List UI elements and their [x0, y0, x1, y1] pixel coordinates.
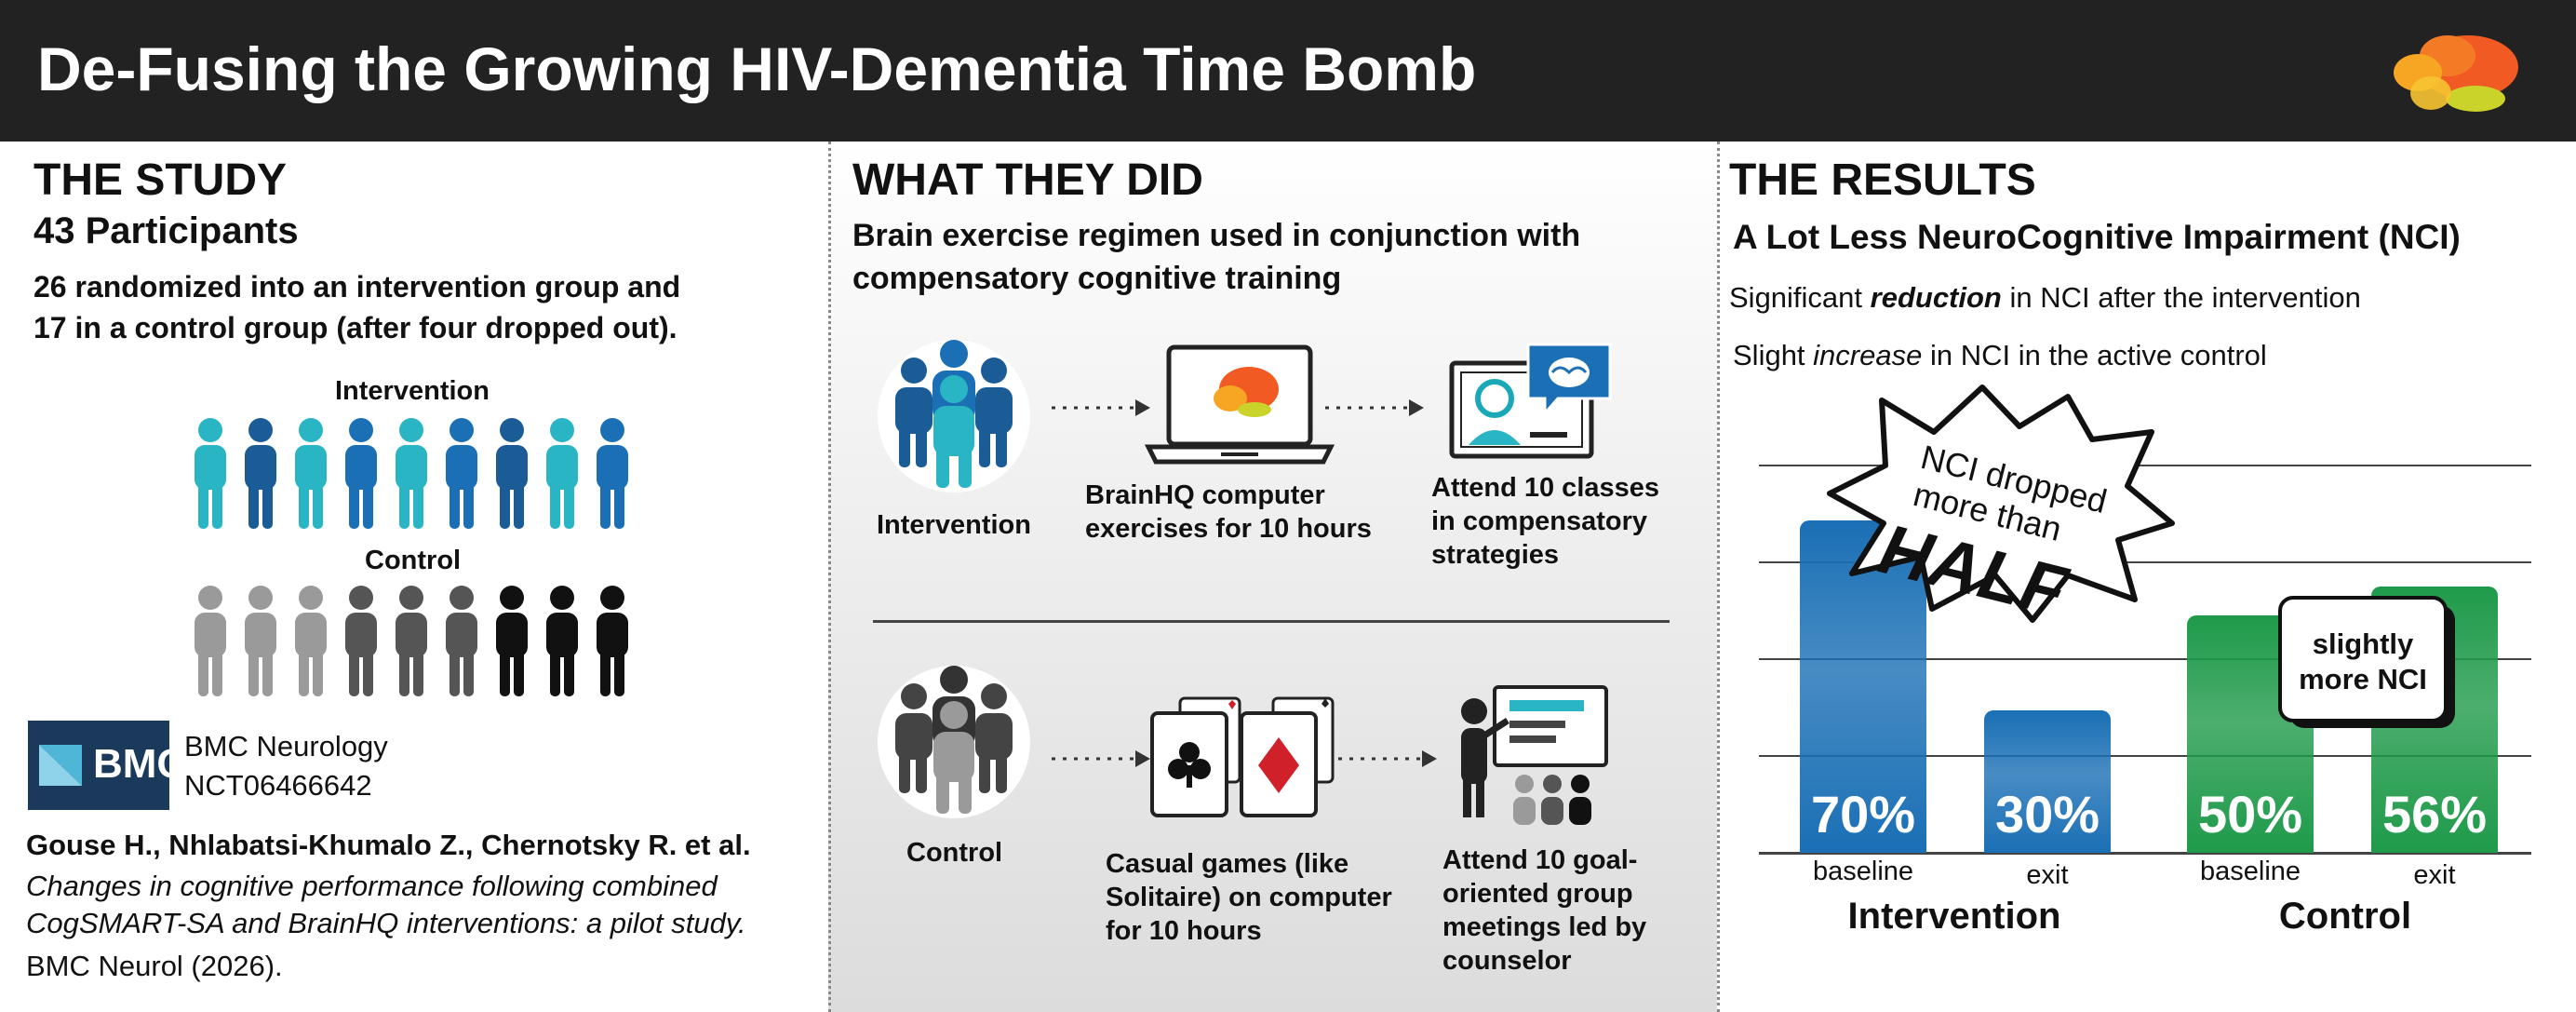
gridline [1759, 465, 2531, 466]
video-class-icon [1449, 343, 1612, 459]
gridline [1759, 658, 2531, 660]
what-subtitle-2: compensatory cognitive training [852, 261, 1342, 296]
control-people-icon [195, 586, 628, 696]
callout-box: slightly more NCI [2278, 596, 2448, 722]
callout-text-1: slightly [2312, 627, 2414, 660]
gridline [1759, 755, 2531, 757]
authors: Gouse H., Nhlabatsi-Khumalo Z., Chernots… [26, 829, 751, 861]
intervention-group-icon [878, 340, 1030, 493]
result-line-1: Significant reduction in NCI after the i… [1729, 281, 2361, 315]
control-row-label: Control [906, 838, 1003, 868]
result-line-1-suffix: in NCI after the intervention [2001, 281, 2361, 314]
intervention-people-icon [195, 418, 628, 529]
intervention-group-label: Intervention [335, 376, 490, 406]
int-step1-line-2: exercises for 10 hours [1085, 514, 1372, 544]
bar-value-label: 50% [2197, 785, 2303, 843]
what-heading: WHAT THEY DID [852, 155, 1203, 205]
bar-category-label: exit [2026, 860, 2069, 890]
playing-cards-icon [1150, 696, 1335, 817]
result-line-1-prefix: Significant [1729, 281, 1871, 314]
study-line-1: 26 randomized into an intervention group… [34, 270, 681, 304]
bar-value-label: 30% [1994, 785, 2100, 843]
int-step1-line-1: BrainHQ computer [1085, 480, 1325, 510]
bmc-logo: BMC [28, 721, 186, 810]
results-subtitle: A Lot Less NeuroCognitive Impairment (NC… [1733, 218, 2461, 256]
gridline [1759, 561, 2531, 563]
study-heading: THE STUDY [34, 155, 288, 205]
ctl-step1-line-1: Casual games (like [1106, 849, 1349, 879]
result-line-2-emphasis: increase [1813, 339, 1923, 371]
bar-category-label: baseline [2199, 857, 2301, 886]
row-divider [873, 620, 1670, 623]
bar-category-label: baseline [1812, 857, 1914, 886]
laptop-icon [1145, 344, 1335, 465]
header-bar [0, 0, 2576, 142]
result-line-2: Slight increase in NCI in the active con… [1733, 339, 2267, 372]
middle-column-background [828, 142, 1717, 1012]
group-meeting-icon [1461, 685, 1608, 825]
column-divider [828, 142, 831, 1012]
ctl-step2-line-2: oriented group [1442, 879, 1633, 909]
result-line-1-emphasis: reduction [1870, 281, 2002, 314]
results-heading: THE RESULTS [1729, 155, 2036, 205]
bar-value-label: 56% [2381, 785, 2488, 843]
bar-value-label: 70% [1810, 785, 1916, 843]
intervention-row-label: Intervention [877, 510, 1031, 540]
control-group-icon [878, 666, 1030, 818]
brain-logo-icon [2394, 35, 2518, 112]
bmc-mark-icon [39, 745, 82, 786]
ctl-step2-line-4: counselor [1442, 946, 1572, 976]
column-divider [1717, 142, 1720, 1012]
result-line-2-prefix: Slight [1733, 339, 1814, 371]
arrow-icon [1325, 399, 1424, 416]
control-group-label: Control [365, 546, 462, 575]
arrow-icon [1338, 750, 1437, 767]
study-line-2: 17 in a control group (after four droppe… [34, 311, 678, 344]
ctl-step1-line-3: for 10 hours [1106, 916, 1262, 946]
int-step2-line-1: Attend 10 classes [1431, 473, 1660, 503]
arrow-icon [1052, 399, 1150, 416]
group-label-intervention: Intervention [1847, 896, 2061, 937]
int-step2-line-3: strategies [1431, 540, 1560, 570]
participants-count: 43 Participants [34, 210, 299, 251]
callout-text-2: more NCI [2299, 663, 2427, 695]
ctl-step1-line-2: Solitaire) on computer [1106, 883, 1392, 912]
int-step2-line-2: in compensatory [1431, 506, 1648, 536]
what-subtitle-1: Brain exercise regimen used in conjuncti… [852, 218, 1581, 253]
ctl-step2-line-3: meetings led by [1442, 912, 1647, 942]
chart-baseline [1759, 852, 2531, 855]
bar-intervention-baseline [1800, 520, 1926, 853]
paper-title-line-1: Changes in cognitive performance followi… [26, 870, 718, 902]
ctl-step2-line-1: Attend 10 goal- [1442, 845, 1638, 875]
trial-id: NCT06466642 [184, 769, 372, 802]
burst-callout [1827, 385, 2175, 623]
bar-intervention-exit [1984, 710, 2111, 853]
citation: BMC Neurol (2026). [26, 950, 283, 982]
paper-title-line-2: CogSMART-SA and BrainHQ interventions: a… [26, 907, 746, 939]
group-label-control: Control [2278, 896, 2412, 937]
journal-name: BMC Neurology [184, 730, 388, 762]
arrow-icon [1052, 750, 1150, 767]
bmc-logo-text: BMC [93, 741, 187, 787]
result-line-2-suffix: in NCI in the active control [1922, 339, 2267, 371]
bar-category-label: exit [2413, 860, 2456, 890]
page-title: De-Fusing the Growing HIV-Dementia Time … [37, 34, 1477, 103]
